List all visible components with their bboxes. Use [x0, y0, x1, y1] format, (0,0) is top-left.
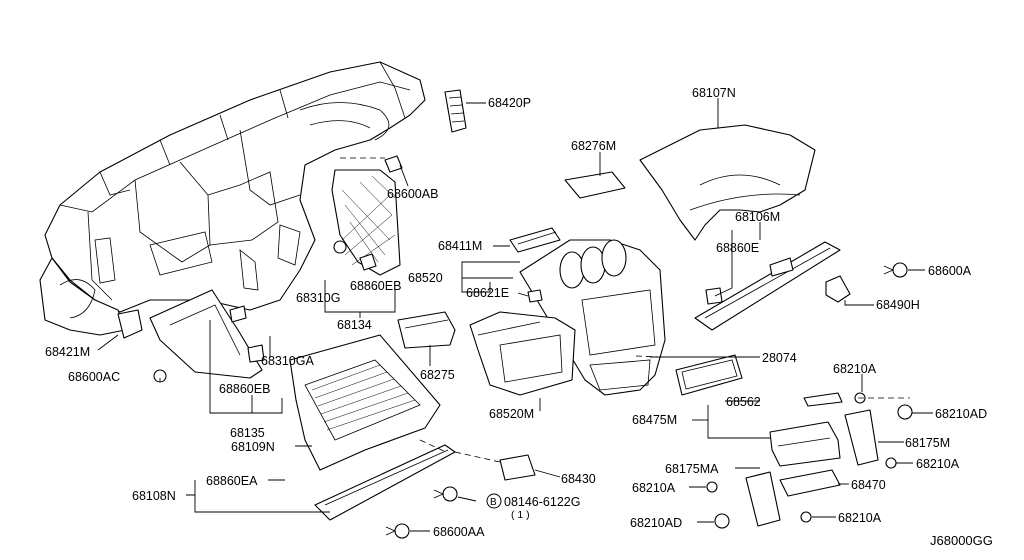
part-68109N-lower-panel	[289, 334, 441, 471]
part-68411M	[509, 227, 561, 253]
part-28074-display	[675, 354, 743, 396]
label-68860EA: 68860EA	[206, 474, 258, 488]
screw-68210AD-group	[714, 404, 913, 529]
part-68276M	[564, 171, 626, 199]
part-68175M-bracket	[844, 409, 879, 466]
label-68134: 68134	[337, 318, 372, 332]
label-68860EB-top: 68860EB	[350, 279, 401, 293]
part-68520M-box	[469, 311, 576, 396]
label-68520M: 68520M	[489, 407, 534, 421]
label-68520: 68520	[408, 271, 443, 285]
bolt-symbol-circle	[486, 493, 502, 509]
label-68420P: 68420P	[488, 96, 531, 110]
label-68175MA: 68175MA	[665, 462, 719, 476]
label-68600A: 68600A	[928, 264, 972, 278]
label-68210AD-1: 68210AD	[935, 407, 987, 421]
label-68411M: 68411M	[438, 239, 482, 253]
leader-lines	[97, 98, 933, 532]
label-68108N: 68108N	[132, 489, 176, 503]
label-68430: 68430	[561, 472, 596, 486]
label-68562: 68562	[726, 395, 761, 409]
label-68310G: 68310G	[296, 291, 340, 305]
label-08146-6122G: 08146-6122G	[504, 495, 580, 509]
label-68210A-1: 68210A	[833, 362, 877, 376]
label-68210AD-2: 68210AD	[630, 516, 682, 530]
instrument-panel-assembly	[39, 61, 426, 339]
part-68106M-strip	[694, 241, 841, 331]
part-68420P	[444, 89, 467, 133]
part-68275-pocket	[397, 311, 456, 349]
part-68107N-cluster-lid	[639, 124, 816, 241]
diagram-code: J68000GG	[930, 533, 993, 548]
label-68475M: 68475M	[632, 413, 677, 427]
part-68135-bracket	[149, 289, 265, 379]
label-68210A-4: 68210A	[838, 511, 882, 525]
label-68135: 68135	[230, 426, 265, 440]
part-68430	[499, 454, 536, 481]
part-68134-bracket	[331, 155, 403, 276]
part-68600AA-clip	[385, 523, 410, 539]
label-68106M: 68106M	[735, 210, 780, 224]
label-68621E: 68621E	[466, 286, 509, 300]
label-68107N: 68107N	[692, 86, 736, 100]
part-68175MA-bracket	[745, 471, 781, 527]
part-labels: 68420P 68107N 68276M 68600AB 68106M 6886…	[45, 86, 993, 548]
label-28074: 28074	[762, 351, 797, 365]
part-68475M-unit	[769, 421, 841, 467]
screw-68210A-group	[706, 392, 897, 523]
label-68310GA: 68310GA	[261, 354, 314, 368]
label-68600AC: 68600AC	[68, 370, 120, 384]
label-68210A-2: 68210A	[916, 457, 960, 471]
label-68470: 68470	[851, 478, 886, 492]
label-68276M: 68276M	[571, 139, 616, 153]
label-68175M: 68175M	[905, 436, 950, 450]
part-68490H	[825, 275, 851, 303]
bolt-symbol-letter: B	[490, 497, 497, 508]
label-68490H: 68490H	[876, 298, 920, 312]
part-68621E	[527, 289, 543, 303]
label-68109N: 68109N	[231, 440, 275, 454]
label-68600AB: 68600AB	[387, 187, 438, 201]
label-68421M: 68421M	[45, 345, 90, 359]
label-68860EB-low: 68860EB	[219, 382, 270, 396]
part-68600A-clip	[883, 262, 908, 278]
part-68562	[803, 392, 843, 407]
bolt-08146	[433, 486, 458, 502]
label-68210A-3: 68210A	[632, 481, 676, 495]
part-68470-box	[779, 469, 841, 497]
label-08146-quantity: ( 1 )	[511, 509, 530, 521]
label-68600AA: 68600AA	[433, 525, 485, 539]
label-68275: 68275	[420, 368, 455, 382]
label-68860E: 68860E	[716, 241, 759, 255]
